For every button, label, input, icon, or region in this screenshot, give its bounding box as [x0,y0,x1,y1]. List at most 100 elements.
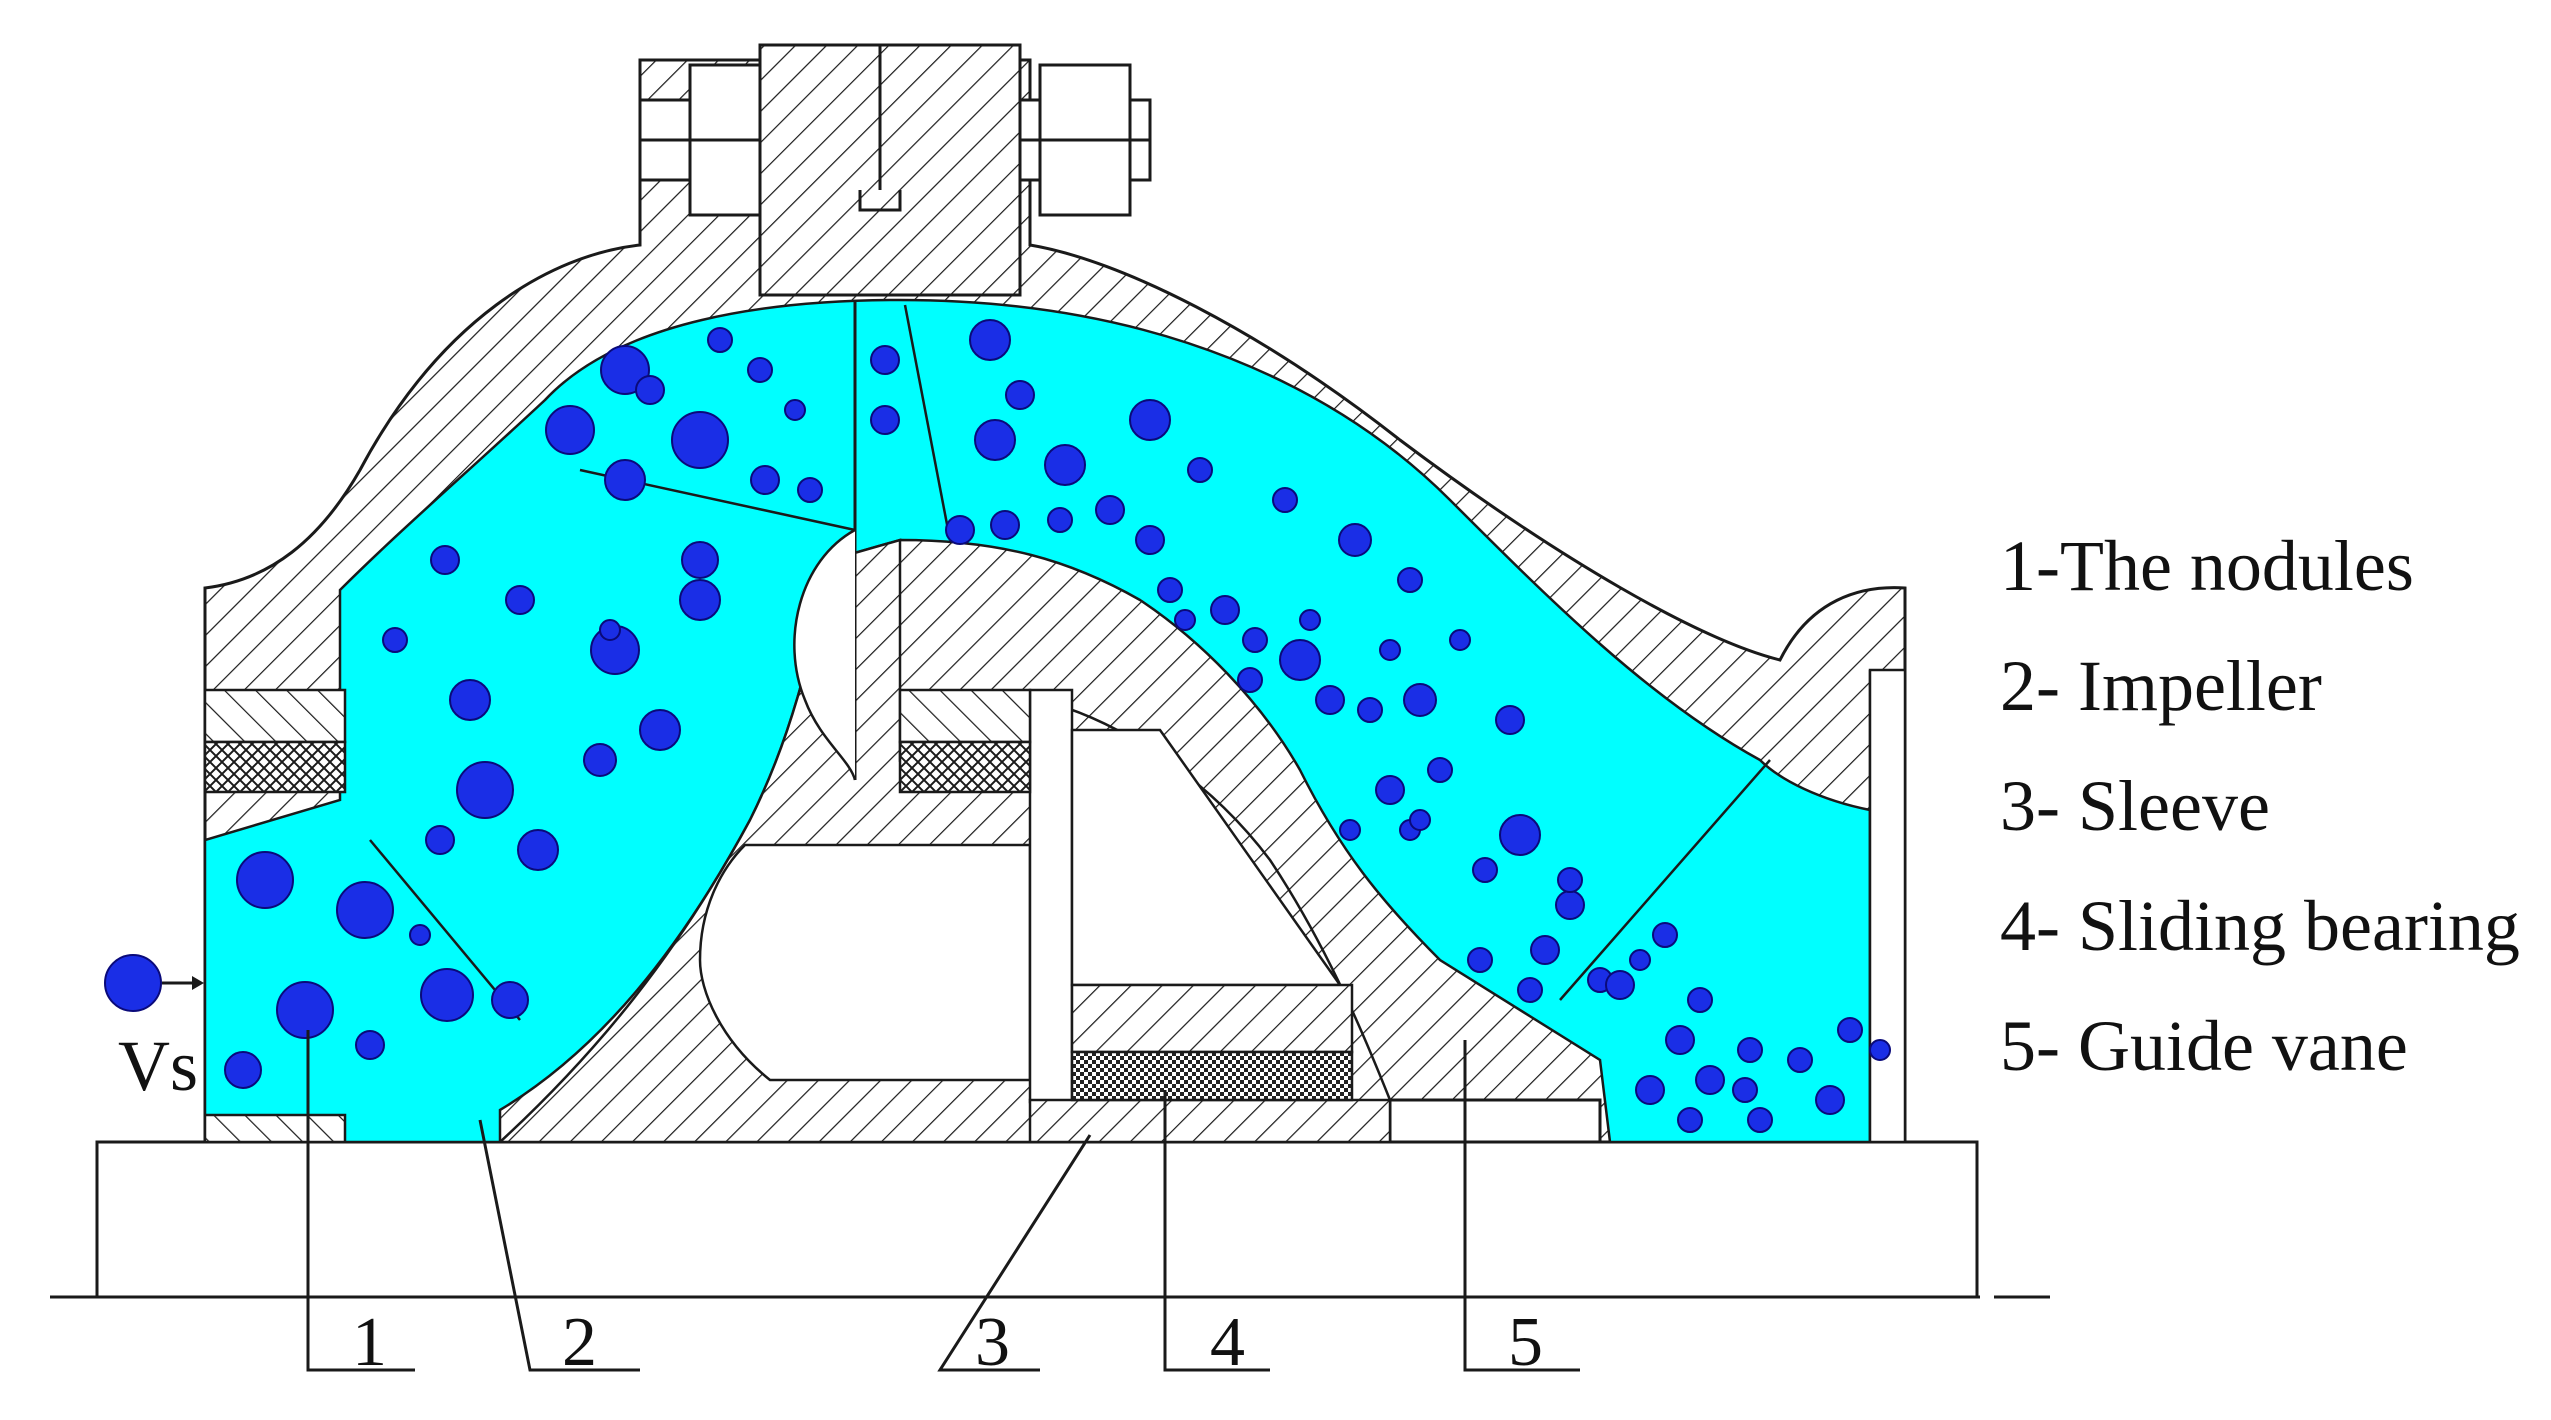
nodule-particle [1472,857,1498,883]
flow-arrow-icon [192,976,204,990]
nodule-particle [1677,1107,1703,1133]
seal-ring-bottom [203,740,347,794]
nodule-particle [224,1051,262,1089]
nodule-particle [1242,627,1268,653]
legend-item-3: 3- Sleeve [2000,766,2270,846]
nodule-particle [1467,947,1493,973]
nodule-particle [1629,949,1651,971]
nodule-particle [1047,507,1073,533]
legend-item-2: 2- Impeller [2000,646,2322,726]
nodule-particle [1210,595,1240,625]
nodule-particle [517,829,559,871]
callout-leaders [306,1030,1580,1372]
nodule-particle [1499,814,1541,856]
nodule-particle [1530,935,1560,965]
nodule-particle [355,1030,385,1060]
nodule-particle [1129,399,1171,441]
nodule-particle [1557,867,1583,893]
nodule-particle [409,924,431,946]
nodule-particle [969,319,1011,361]
nodule-particle [1427,757,1453,783]
legend-item-1: 1-The nodules [2000,526,2414,606]
nodule-particle [1237,667,1263,693]
bolt-assembly [638,43,1152,297]
nodule-particle [797,477,823,503]
nodule-particle [1695,1065,1725,1095]
inlet-velocity-label: Vs [118,1026,198,1106]
nodule-particle [491,981,529,1019]
shaft-lip [793,528,857,781]
nodule-particle [425,825,455,855]
nodule-particle [449,679,491,721]
legend-item-5: 5- Guide vane [2000,1006,2408,1086]
sliding-bearing [1070,1050,1354,1102]
nodule-particle [1403,683,1437,717]
callout-5: 5 [1508,1304,1543,1381]
nodule-particle [1815,1085,1845,1115]
hub-cavity [698,843,1032,1082]
nodule-particle [750,465,780,495]
nodule-particle [604,459,646,501]
nodule-particle [1379,639,1401,661]
nodule-particle [236,851,294,909]
nodule-particle [870,405,900,435]
nodule-particle [1747,1107,1773,1133]
legend: 1-The nodules 2- Impeller 3- Sleeve 4- S… [2000,526,2520,1086]
nodule-particle [1005,380,1035,410]
nodule-particle [583,743,617,777]
nodule-particle [1338,523,1372,557]
nodule-particle [1449,629,1471,651]
nodule-particle [420,968,474,1022]
nodule-particle [1652,922,1678,948]
nodule-particle [276,981,334,1039]
callout-3: 3 [975,1304,1010,1381]
nodule-particle [382,627,408,653]
nodule-particle [1315,685,1345,715]
nodules-group [224,319,1891,1133]
nodule-particle [707,327,733,353]
nodule-particle [1174,609,1196,631]
nodule-particle [681,541,719,579]
nodule-particle [1095,495,1125,525]
nodule-particle [679,579,721,621]
sleeve [1028,688,1074,1104]
nodule-particle [1787,1047,1813,1073]
nodule-particle [671,411,729,469]
seal-ring-top [203,688,347,744]
callout-2: 2 [562,1304,597,1381]
nodule-particle [1187,457,1213,483]
nodule-particle [1555,890,1585,920]
callout-4: 4 [1210,1304,1245,1381]
seal-ring-right-top [898,688,1032,744]
nodule-particle [1732,1077,1758,1103]
callout-1: 1 [352,1304,387,1381]
inlet-nodule [104,954,204,1012]
nodule-particle [990,510,1020,540]
nodule-particle [1837,1017,1863,1043]
nodule-particle [1517,977,1543,1003]
nodule-particle [784,399,806,421]
nodule-particle [747,357,773,383]
nodule-particle [639,709,681,751]
nodule-particle [1397,567,1423,593]
nodule-particle [336,881,394,939]
nodule-particle [870,345,900,375]
nodule-particle [1869,1039,1891,1061]
nodule-particle [974,419,1016,461]
nodule-particle [1357,697,1383,723]
nodule-particle [430,545,460,575]
nodule-particle [505,585,535,615]
nodule-particle [1135,525,1165,555]
nodule-particle [545,405,595,455]
nodule-particle [600,345,650,395]
nodule-particle [1605,970,1635,1000]
nodule-particle [1687,987,1713,1013]
nodule-particle [1272,487,1298,513]
outlet-flange [1868,668,1907,1144]
nodule-particle [945,515,975,545]
nodule-particle [1157,577,1183,603]
sleeve-bottom [1028,1098,1392,1144]
nodule-particle [1044,444,1086,486]
nodule-particle [1339,819,1361,841]
